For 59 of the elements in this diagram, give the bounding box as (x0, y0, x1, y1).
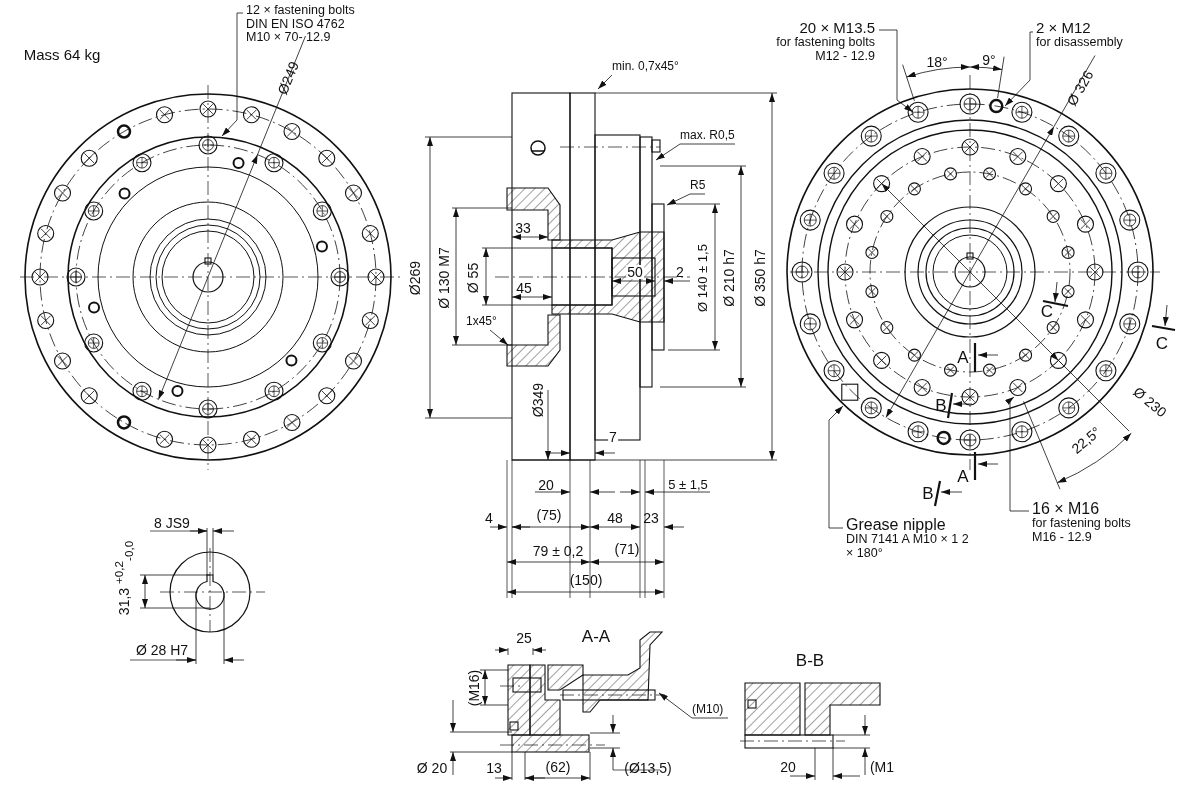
callout-text: (M10) (692, 703, 724, 716)
dimension-label: 45 (516, 281, 532, 295)
dimension-label: (62) (545, 760, 571, 774)
dimension-label: 8 JS9 (154, 516, 190, 530)
dimension-label: Ø269 (408, 260, 422, 296)
callout-text: 1x45° (466, 315, 497, 328)
dimension-label: Ø 326 (1064, 68, 1096, 108)
mass-note: Mass 64 kg (23, 46, 101, 62)
dimension-label: 4 (485, 511, 493, 525)
callout-heading: 2 × M12 (1036, 20, 1092, 37)
section-mark-letter: B (935, 396, 947, 414)
dimension-label: 7 (608, 430, 618, 444)
callout-heading: 16 × M16 (1032, 500, 1101, 518)
section-mark-letter: C (1040, 302, 1054, 320)
dimension-label: 5 ± 1,5 (668, 477, 708, 491)
dimension-label: Ø 130 M7 (437, 247, 451, 309)
dimension-label: 13 (486, 761, 502, 775)
dimension-label: 79 ± 0,2 (532, 544, 584, 558)
dimension-label: Ø 210 h7 (722, 249, 736, 307)
section-mark-letter: B (922, 484, 934, 502)
dimension-label: Ø 20 (416, 761, 448, 775)
callout-text: min. 0,7x45° (612, 60, 679, 73)
dimension-label: 20 (780, 760, 796, 774)
dimension-label: (Ø13,5) (624, 761, 672, 775)
dimension-label: (150) (569, 573, 603, 587)
dimension-label: 33 (515, 221, 531, 235)
dimension-label: Ø349 (531, 382, 545, 418)
dimension-label: Ø 55 (466, 262, 480, 294)
dimension-label: (75) (536, 508, 562, 522)
dimension-label: Ø 350 h7 (753, 249, 767, 307)
dimension-label: Ø 140 ± 1,5 (695, 244, 709, 312)
callout-heading: Grease nipple (846, 516, 947, 534)
dimension-label: (71) (614, 542, 640, 556)
dimension-label: 25 (516, 631, 532, 645)
angle-label: 18° (926, 55, 948, 69)
section-title: B-B (795, 651, 825, 669)
dimension-label: 48 (607, 511, 623, 525)
callout-note: for disassembly (1036, 36, 1124, 50)
dimension-label: 20 (538, 478, 554, 492)
callout-text: R5 (690, 179, 706, 192)
section-title: A-A (581, 627, 611, 645)
dimension-label: Ø 230 (1130, 384, 1170, 420)
callout-note: for fastening bolts M12 - 12.9 (775, 36, 875, 64)
section-mark-letter: C (1155, 334, 1169, 352)
section-mark-letter: A (957, 467, 969, 485)
callout-note: DIN 7141 A M10 × 1 2 × 180° (846, 533, 970, 561)
callout-text: max. R0,5 (680, 129, 735, 142)
dimension-label: (M16) (467, 669, 481, 707)
callout-text: 12 × fastening bolts DIN EN ISO 4762 M10 × 70- 12.9 (246, 4, 366, 45)
dimension-label: 2 (676, 265, 684, 279)
callout-note: for fastening bolts M16 - 12.9 (1032, 517, 1132, 545)
dimension-label: Ø249 (275, 59, 301, 97)
angle-label: 9° (982, 53, 996, 67)
dimension-label: (M1 (869, 760, 895, 774)
section-mark-letter: A (957, 348, 969, 366)
dimension-label: 23 (643, 511, 659, 525)
dimension-label: 50 (626, 265, 644, 279)
dimension-label: Ø 28 H7 (135, 643, 189, 657)
callout-heading: 20 × M13.5 (798, 20, 875, 37)
